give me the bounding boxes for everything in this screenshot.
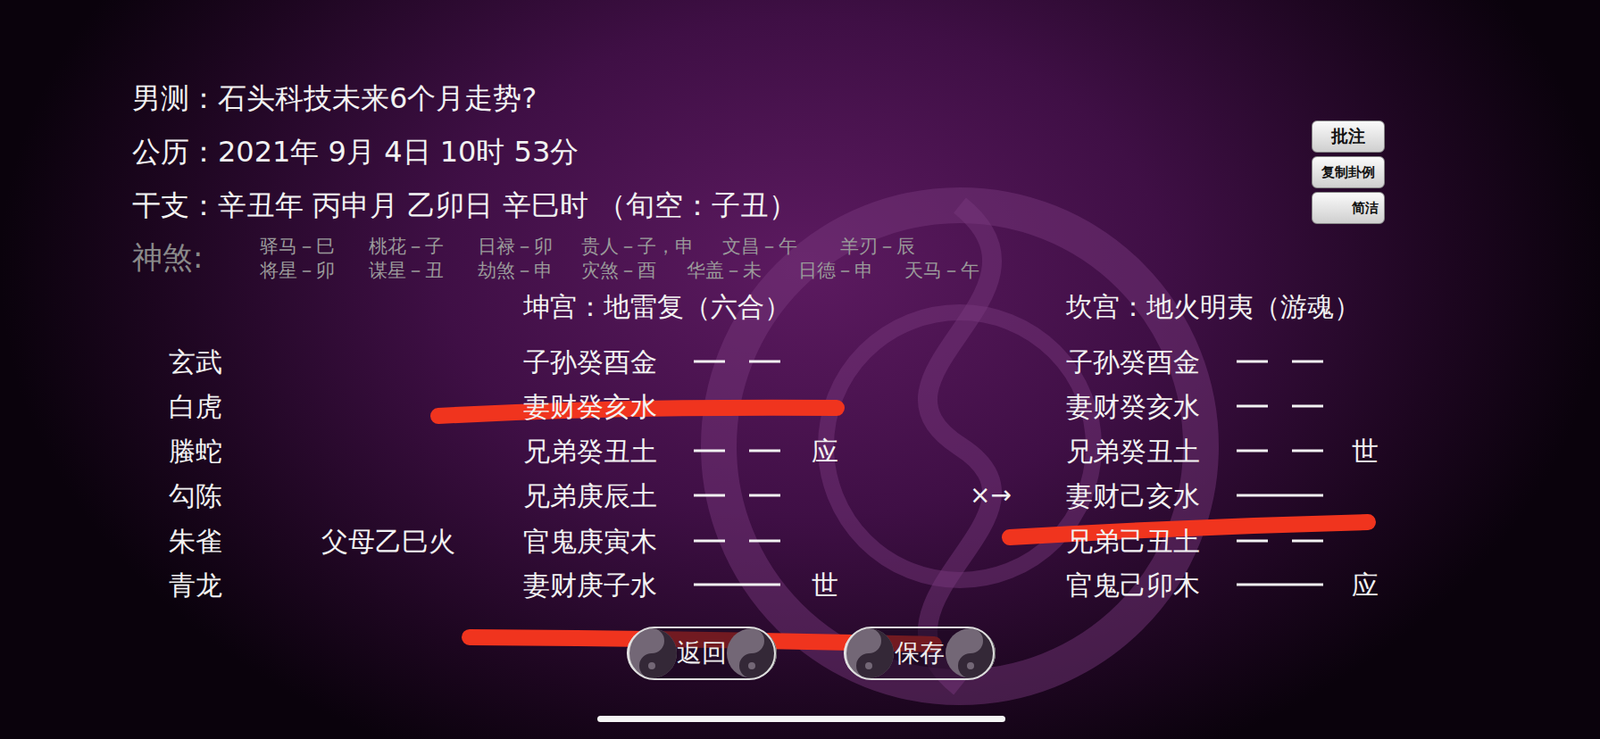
- six-spirit: 玄武: [168, 347, 223, 377]
- line-text: 妻财癸亥水: [1066, 391, 1200, 422]
- compact-button: 简洁: [1311, 191, 1385, 225]
- home-indicator: [597, 716, 1006, 723]
- line-text: 兄弟癸丑土: [1066, 436, 1200, 467]
- shensha-item: 羊刃－辰: [840, 236, 916, 258]
- six-spirit: 螣蛇: [168, 436, 223, 467]
- moving-mark: ×→: [969, 482, 1012, 510]
- six-spirit: 勾陈: [168, 481, 223, 511]
- hexagram-header: 坎宫：地火明夷（游魂）: [1066, 291, 1361, 322]
- line-text: 兄弟癸丑土: [523, 436, 658, 467]
- hidden-line: 父母乙巳火: [321, 526, 456, 557]
- shensha-item: 将星－卯: [259, 260, 335, 282]
- six-spirit: 朱雀: [168, 526, 223, 557]
- ganzhi-line: 干支：辛丑年 丙申月 乙卯日 辛巳时 （旬空：子丑）: [132, 190, 798, 222]
- line-text: 妻财己亥水: [1066, 481, 1200, 511]
- six-spirit: 白虎: [168, 391, 223, 422]
- button-label: 复制卦例: [1321, 164, 1375, 182]
- back-button: 返回: [627, 626, 776, 681]
- line-text: 兄弟己丑土: [1066, 526, 1200, 557]
- six-spirit: 青龙: [168, 570, 223, 600]
- shensha-item: 桃花－子: [368, 236, 444, 258]
- shi-ying-mark: 世: [1351, 436, 1379, 467]
- shensha-heading: 神煞:: [132, 241, 203, 275]
- button-label: 返回: [676, 636, 727, 671]
- annotate-button: 批注: [1311, 120, 1385, 153]
- button-label: 批注: [1331, 125, 1366, 149]
- shensha-item: 驿马－巳: [259, 236, 335, 258]
- shensha-item: 灾煞－酉: [581, 260, 657, 282]
- yao-lines: [693, 361, 1324, 585]
- line-text: 官鬼己卯木: [1066, 570, 1200, 600]
- date-line: 公历：2021年 9月 4日 10时 53分: [132, 136, 579, 168]
- line-text: 妻财庚子水: [523, 570, 658, 600]
- button-label: 简洁: [1351, 200, 1379, 217]
- watermark: [718, 205, 1201, 688]
- line-text: 子孙癸酉金: [1066, 347, 1200, 377]
- shensha-item: 劫煞－申: [477, 260, 553, 282]
- save-button: 保存: [844, 626, 995, 681]
- shensha-item: 文昌－午: [722, 236, 798, 258]
- line-text: 子孙癸酉金: [523, 347, 658, 377]
- hexagram-header: 坤宫：地雷复（六合）: [523, 291, 792, 322]
- title: 男测：石头科技未来6个月走势?: [132, 83, 537, 115]
- shensha-item: 日禄－卯: [477, 236, 553, 258]
- shi-ying-mark: 应: [1351, 570, 1379, 600]
- shensha-item: 日德－申: [798, 260, 874, 282]
- line-text: 妻财癸亥水: [523, 391, 658, 422]
- shensha-item: 华盖－未: [686, 260, 762, 282]
- line-text: 官鬼庚寅木: [523, 526, 658, 557]
- copy-button: 复制卦例: [1311, 156, 1385, 189]
- shensha-item: 贵人－子，申: [581, 236, 694, 258]
- shi-ying-mark: 应: [811, 436, 839, 467]
- line-text: 兄弟庚辰土: [523, 481, 658, 511]
- shi-ying-mark: 世: [811, 570, 839, 600]
- shensha-item: 谋星－丑: [368, 260, 444, 282]
- red-marks: [438, 408, 1368, 645]
- button-label: 保存: [894, 636, 945, 671]
- shensha-item: 天马－午: [904, 260, 980, 282]
